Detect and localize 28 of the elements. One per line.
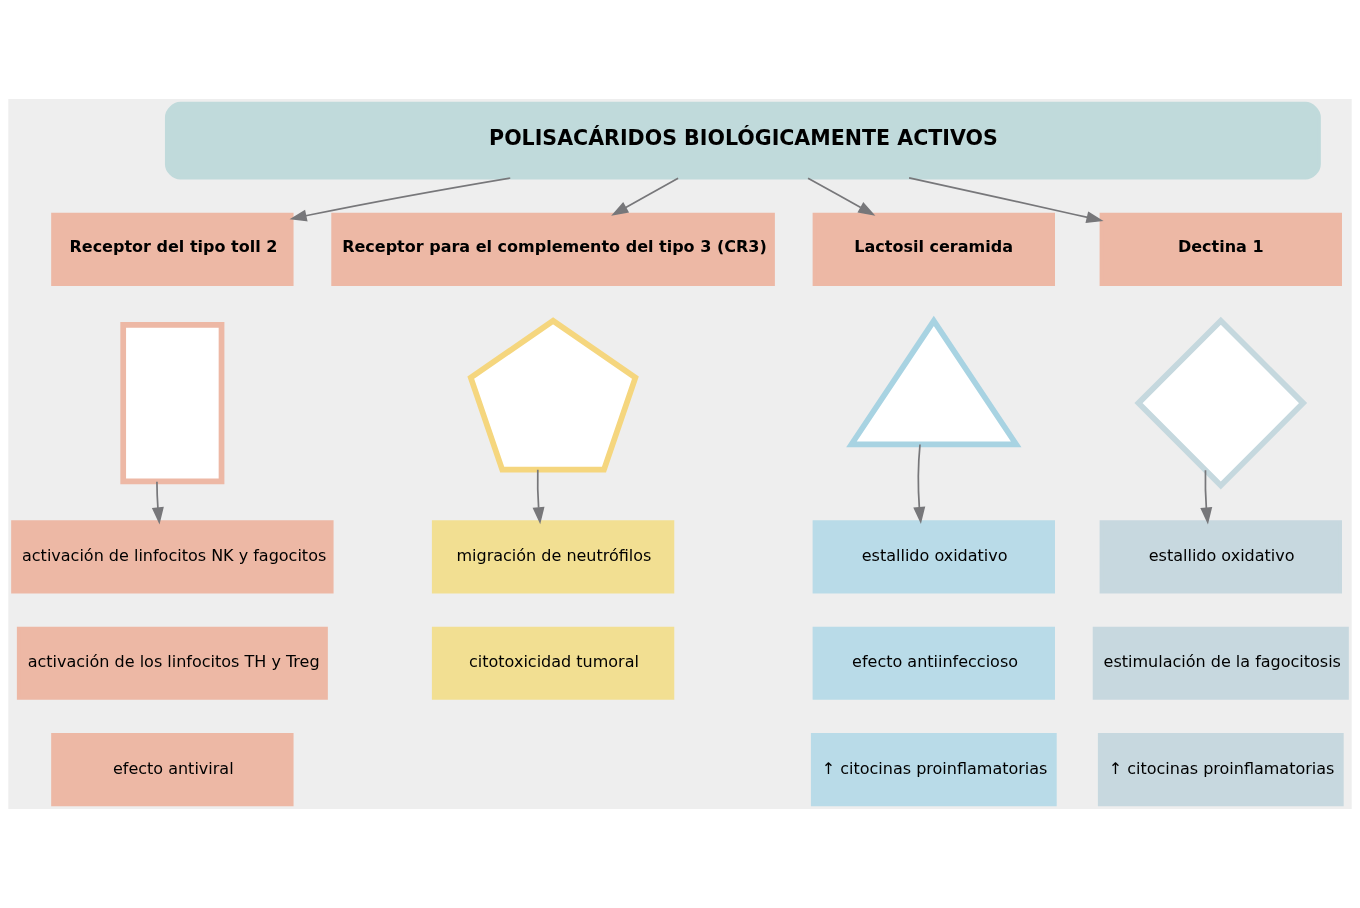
node-box: activación de los linfocitos TH y Treg (16, 626, 328, 700)
node-box (120, 321, 225, 485)
arrow (151, 480, 164, 525)
node-box: efecto antiviral (51, 732, 294, 807)
arrow (532, 468, 545, 525)
arrow (611, 177, 679, 216)
node-triangle (846, 315, 1022, 448)
node-box: ↑ citocinas proinflamatorias (810, 732, 1057, 807)
node-box: Dectina 1 (1099, 212, 1342, 286)
node-box: estallido oxidativo (812, 520, 1055, 594)
node-box: estallido oxidativo (1099, 520, 1342, 594)
arrow (289, 177, 512, 222)
node-box: Receptor del tipo toll 2 (51, 212, 294, 286)
node-box: estimulación de la fagocitosis (1092, 626, 1349, 700)
arrow (913, 443, 926, 525)
node-box: migración de neutrófilos (431, 520, 675, 594)
node-box: citotoxicidad tumoral (431, 626, 675, 700)
arrow (1200, 469, 1213, 525)
node-box: efecto antiinfeccioso (812, 626, 1055, 700)
arrow (807, 177, 876, 216)
node-box: Receptor para el complemento del tipo 3 (CR3) (331, 212, 775, 286)
node-box: Lactosil ceramida (812, 212, 1055, 286)
node-diamond (1134, 316, 1308, 490)
node-box: ↑ citocinas proinflamatorias (1097, 732, 1344, 807)
arrow (908, 177, 1104, 224)
node-pentagon (467, 317, 639, 473)
node-box: activación de linfocitos NK y fagocitos (11, 520, 334, 594)
node-box: POLISACÁRIDOS BIOLÓGICAMENTE ACTIVOS (164, 101, 1321, 180)
